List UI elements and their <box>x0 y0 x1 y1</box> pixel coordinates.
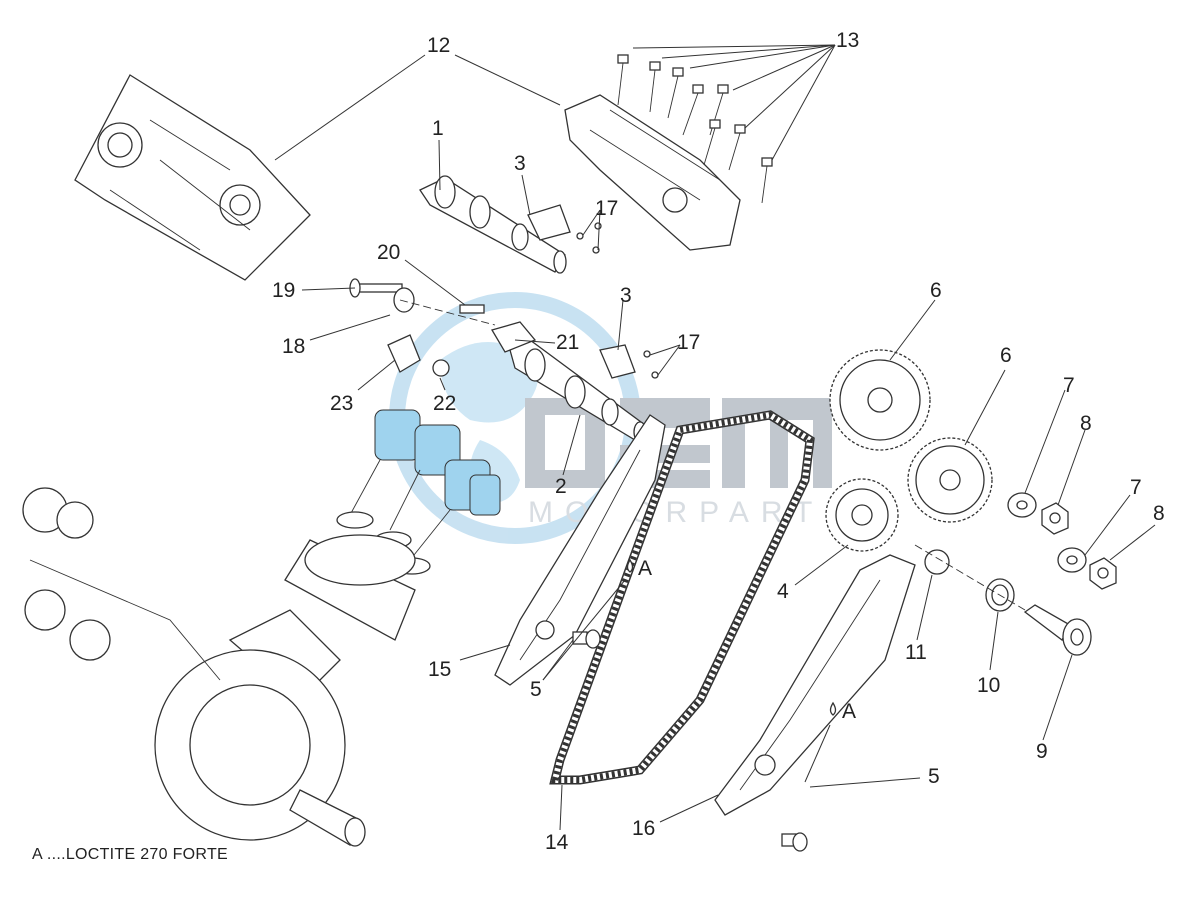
callout-1: 1 <box>432 117 444 140</box>
washer-2 <box>1057 547 1087 573</box>
callout-2: 2 <box>555 475 567 498</box>
callout-13: 13 <box>836 29 860 52</box>
cylinder-head <box>74 74 311 281</box>
callout-3: 3 <box>514 152 526 175</box>
bolts <box>617 54 773 204</box>
callout-7: 7 <box>1063 374 1075 397</box>
nut-2 <box>1089 557 1117 590</box>
callout-8: 8 <box>1153 502 1165 525</box>
gear-idler <box>825 478 899 552</box>
callout-5: 5 <box>530 678 542 701</box>
camshaft-lower <box>509 339 647 443</box>
callout-23: 23 <box>330 392 354 415</box>
loctite-drop-icon <box>626 558 634 573</box>
watermark-text: MOTORPARTS <box>528 496 856 529</box>
callout-20: 20 <box>377 241 401 264</box>
loctite-drop-icon <box>829 701 837 716</box>
callout-15: 15 <box>428 658 452 681</box>
timing-chain <box>549 410 815 785</box>
retainer-plate-upper <box>527 204 602 254</box>
callout-18: 18 <box>282 335 306 358</box>
nut-1 <box>1041 502 1069 535</box>
callout-22: 22 <box>433 392 457 415</box>
rocker-arm-small <box>387 334 421 373</box>
chain-guide <box>494 414 666 686</box>
callout-16: 16 <box>632 817 656 840</box>
callout-10: 10 <box>977 674 1001 697</box>
callout-21: 21 <box>556 331 580 354</box>
callout-19: 19 <box>272 279 296 302</box>
gear-large-upper <box>829 349 931 451</box>
callout-12: 12 <box>427 34 451 57</box>
callout-A: A <box>638 557 653 580</box>
callout-6: 6 <box>1000 344 1012 367</box>
callout-A: A <box>842 700 857 723</box>
callout-3: 3 <box>620 284 632 307</box>
retainer-plate-lower <box>599 344 659 379</box>
screw-upper <box>572 629 601 649</box>
callout-7: 7 <box>1130 476 1142 499</box>
leader-lines <box>274 44 1156 831</box>
tensioner-slide <box>714 554 916 816</box>
callout-8: 8 <box>1080 412 1092 435</box>
washer-1 <box>1007 492 1037 518</box>
screw-lower <box>781 832 808 852</box>
callout-14: 14 <box>545 831 569 854</box>
ball-11 <box>924 549 950 575</box>
rocker-shaft <box>349 278 415 313</box>
pin <box>459 304 485 314</box>
rocker-spring <box>432 359 450 377</box>
callout-6: 6 <box>930 279 942 302</box>
callout-4: 4 <box>777 580 789 603</box>
callout-5: 5 <box>928 765 940 788</box>
callout-17: 17 <box>677 331 701 354</box>
camshaft-upper <box>419 175 567 274</box>
callout-17: 17 <box>595 197 619 220</box>
shaft-9 <box>1023 604 1092 656</box>
piston-crankshaft <box>22 487 416 847</box>
rocker-arm <box>491 321 537 353</box>
callout-9: 9 <box>1036 740 1048 763</box>
loctite-note: A ....LOCTITE 270 FORTE <box>32 846 228 863</box>
callout-11: 11 <box>905 641 927 664</box>
gear-large-lower <box>907 437 993 523</box>
cam-cover <box>564 94 741 251</box>
